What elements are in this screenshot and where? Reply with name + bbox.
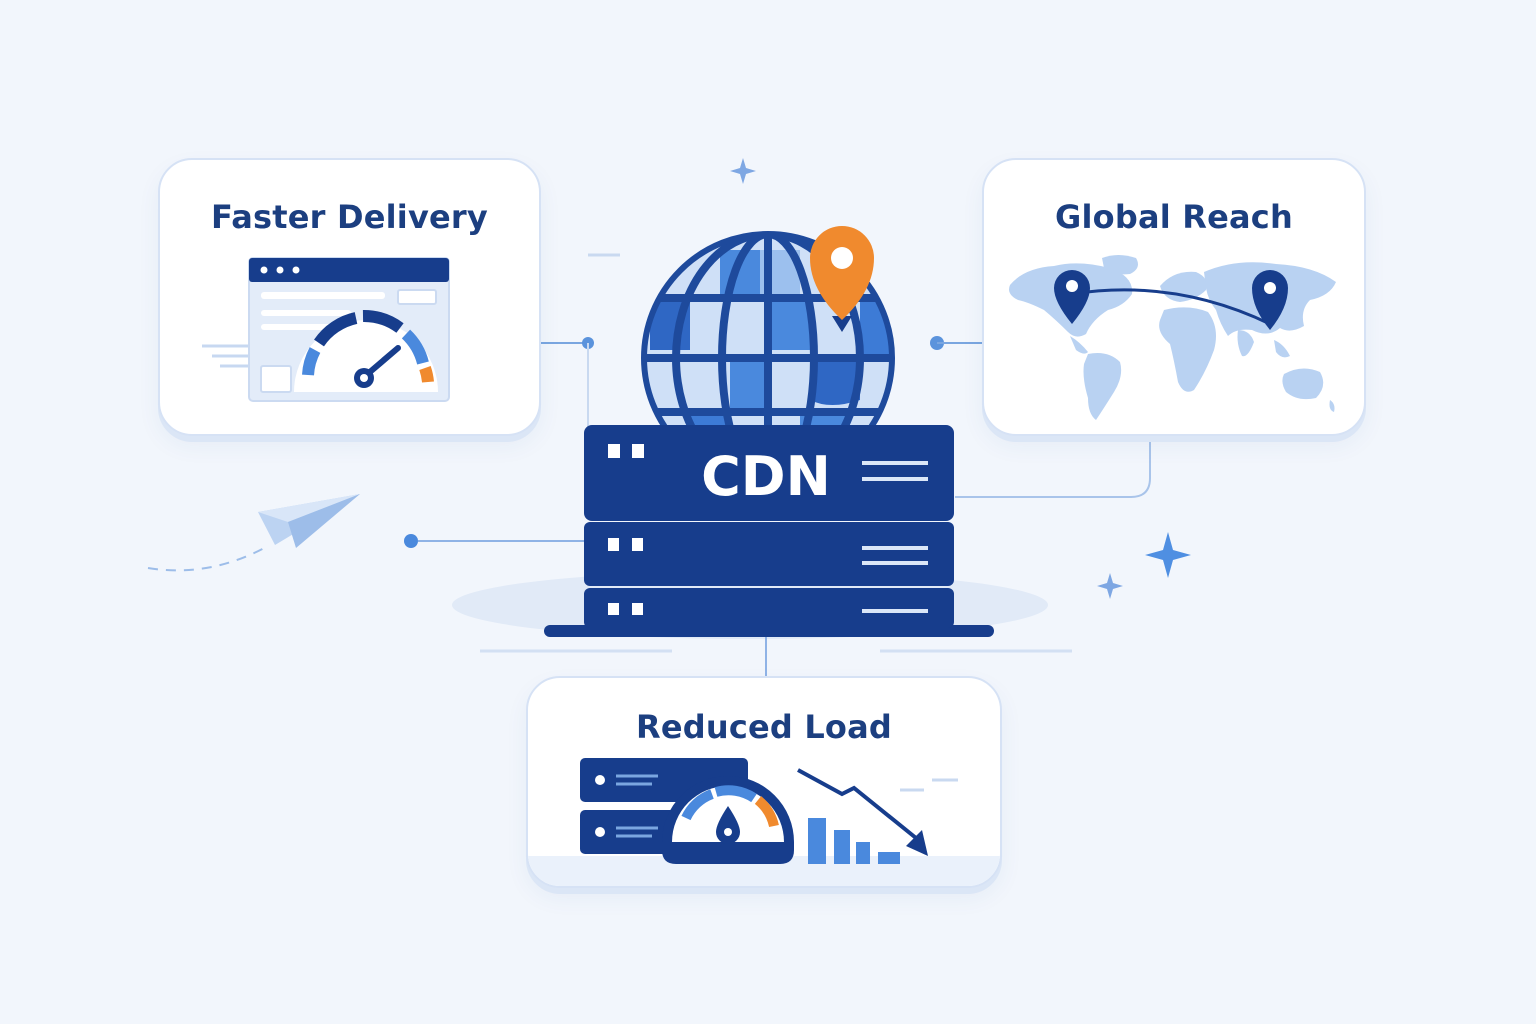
feature-card-reduced-load: Reduced Load [526, 676, 1002, 888]
feature-card-faster-delivery: Faster Delivery [158, 158, 541, 436]
location-pin-icon [810, 226, 874, 332]
map-pin-icon [1054, 270, 1090, 324]
world-map-icon [1009, 255, 1336, 420]
server-load-icon [528, 758, 1000, 886]
sparkle-icon [1145, 532, 1191, 578]
connector-faster-delivery [541, 337, 594, 430]
sparkle-icon [1097, 573, 1123, 599]
feature-card-global-reach: Global Reach [982, 158, 1366, 436]
browser-speedometer-icon [202, 257, 450, 402]
server-stack: CDN [544, 425, 994, 637]
cdn-label: CDN [701, 445, 831, 508]
feature-title-global-reach: Global Reach [1055, 198, 1293, 236]
map-pin-icon [1252, 270, 1288, 330]
feature-title-faster-delivery: Faster Delivery [211, 198, 488, 236]
connector-left [404, 534, 585, 548]
connector-global-reach [930, 336, 1151, 498]
feature-title-reduced-load: Reduced Load [635, 708, 893, 746]
sparkle-icon [730, 158, 756, 184]
paper-plane-icon [147, 494, 360, 572]
